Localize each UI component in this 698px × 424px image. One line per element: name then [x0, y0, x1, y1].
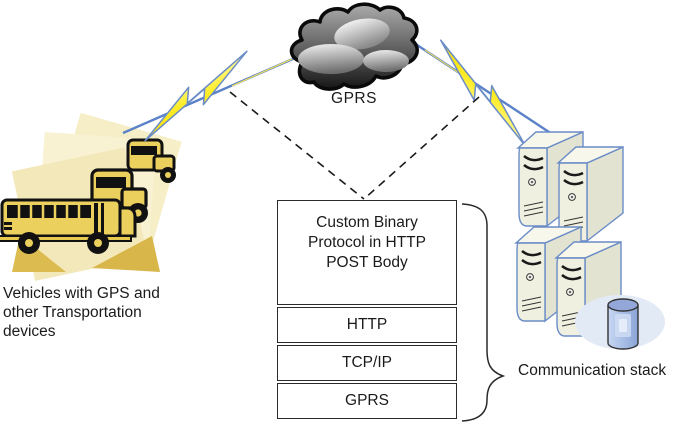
protocol-stack-box: Custom Binary Protocol in HTTP POST Body…: [277, 200, 457, 421]
database-cylinder-icon: [607, 298, 639, 350]
link-vehicles-to-cloud: [122, 50, 296, 142]
dashed-connector-lines: [229, 91, 480, 200]
curly-brace-icon: [461, 203, 506, 422]
stack-row-http: HTTP: [277, 307, 457, 343]
vehicles-caption: Vehicles with GPS and other Transportati…: [3, 285, 160, 340]
communication-stack-label: Communication stack: [518, 362, 667, 379]
stack-row-tcpip: TCP/IP: [277, 345, 457, 381]
stack-row-custom-binary: Custom Binary Protocol in HTTP POST Body: [277, 200, 457, 305]
link-cloud-to-servers: [410, 39, 556, 147]
school-buses-clipart-icon: [0, 112, 182, 281]
lightning-bolt-icon: [418, 39, 548, 147]
cloud-label: GPRS: [331, 90, 377, 107]
network-cloud-icon: [289, 2, 419, 91]
bus-front-icon: [0, 198, 137, 254]
lightning-bolt-icon: [128, 50, 264, 142]
stack-row-gprs: GPRS: [277, 383, 457, 419]
